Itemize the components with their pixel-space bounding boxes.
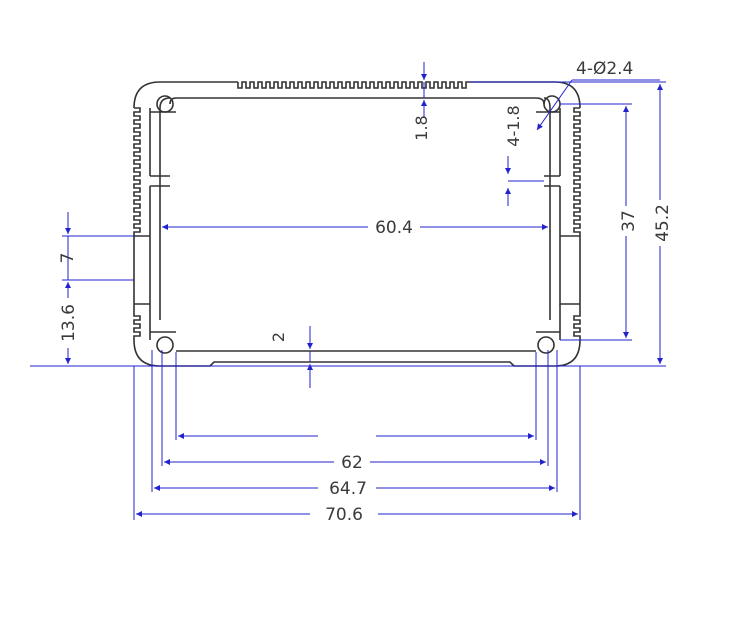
leader-hole-callout [536,79,573,131]
label-overall-height: 45.2 [653,204,673,242]
corner-bottom-left [133,339,161,367]
label-64-7: 64.7 [329,479,367,499]
label-slot-depth: 4-1.8 [504,105,523,146]
inner-right-wall [549,108,561,320]
top-fins [237,81,470,89]
corner-bottom-right [554,339,581,367]
corner-top-left [133,81,161,109]
label-top-groove: 1.8 [412,115,431,140]
extrusion-profile [133,81,581,367]
label-60-4: 60.4 [375,218,413,238]
left-fins [133,107,141,340]
screw-hole-bottom-left [156,336,174,354]
label-overall-width: 70.6 [325,505,363,525]
screw-hole-top-right [543,95,561,113]
right-fins [573,107,581,340]
outer-bottom-edge [160,361,555,367]
dimension-labels: 70.6 64.7 62 60.4 4-Ø2.4 45.2 37 1.8 4-1… [58,59,673,525]
label-37: 37 [619,210,639,232]
slot-openings [150,111,560,333]
screw-hole-bottom-right [537,336,555,354]
label-62: 62 [341,453,363,473]
label-side-slot: 7 [58,253,78,264]
inner-left-wall-b [159,97,171,109]
label-hole-callout: 4-Ø2.4 [576,59,633,79]
dimension-lines [30,62,666,520]
inner-left-wall [149,108,161,320]
label-side-slot-offset: 13.6 [59,304,79,342]
inner-right-wall-b [543,97,551,109]
label-bottom-wall: 2 [269,332,288,342]
